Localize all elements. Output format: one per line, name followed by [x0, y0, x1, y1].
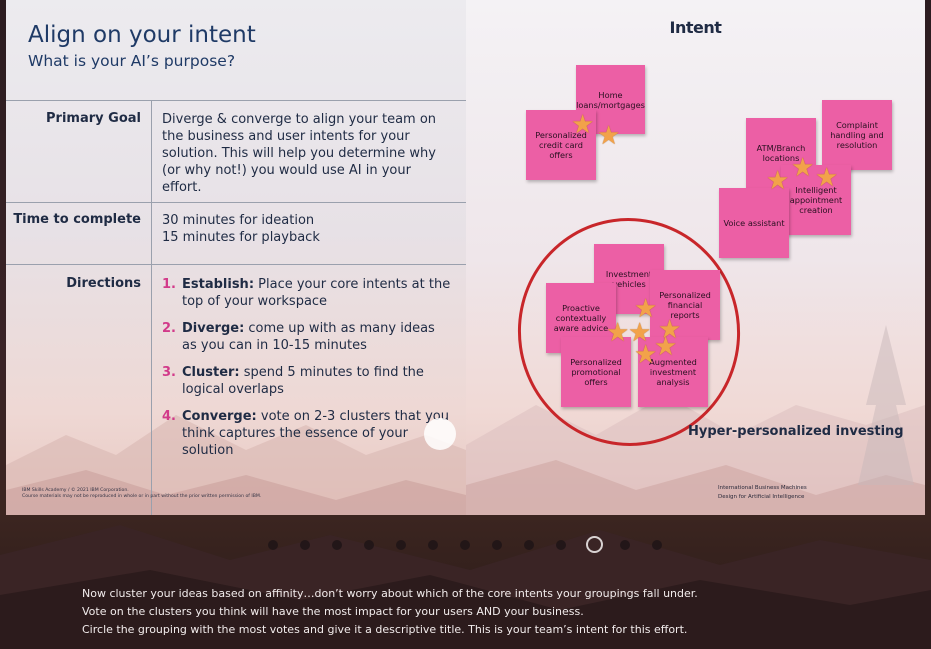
- pagination-dot[interactable]: [460, 540, 470, 550]
- direction-number: 1.: [162, 277, 176, 292]
- pagination-dot[interactable]: [300, 540, 310, 550]
- sticky-note-text: Intelligent appointment creation: [789, 185, 843, 215]
- slide-caption: Now cluster your ideas based on affinity…: [82, 585, 698, 639]
- direction-text: spend 5 minutes to find the logical over…: [182, 365, 424, 397]
- sticky-note-text: Complaint handling and resolution: [830, 120, 884, 150]
- direction-text: vote on 2-3 clusters that you think capt…: [182, 409, 449, 458]
- divider: [6, 264, 466, 265]
- vote-star-icon: ★: [634, 294, 658, 324]
- divider: [6, 202, 466, 203]
- direction-number: 3.: [162, 365, 176, 380]
- sticky-note: Personalized financial reports: [650, 270, 720, 340]
- direction-text: come up with as many ideas as you can in…: [182, 321, 435, 353]
- caption-line: Now cluster your ideas based on affinity…: [82, 587, 698, 600]
- vote-star-icon: ★: [606, 318, 630, 348]
- direction-item: 4. Converge: vote on 2-3 clusters that y…: [162, 408, 452, 459]
- direction-text: Place your core intents at the top of yo…: [182, 277, 451, 309]
- slide-pagination: [0, 535, 931, 555]
- direction-item: 2. Diverge: come up with as many ideas a…: [162, 320, 452, 354]
- direction-head: Diverge:: [182, 321, 245, 336]
- vote-star-icon: ★: [766, 166, 790, 196]
- direction-item: 3. Cluster: spend 5 minutes to find the …: [162, 364, 452, 398]
- vote-star-icon: ★: [571, 110, 595, 140]
- direction-number: 2.: [162, 321, 176, 336]
- sticky-note-text: Proactive contextually aware advice: [553, 303, 609, 333]
- ibm-footer-line: Design for Artificial Intelligence: [718, 494, 805, 500]
- pagination-dot-active[interactable]: [586, 536, 603, 553]
- vote-star-icon: ★: [815, 163, 839, 193]
- directions-list: 1. Establish: Place your core intents at…: [162, 276, 452, 469]
- direction-head: Converge:: [182, 409, 257, 424]
- sticky-note-text: ATM/Branch locations: [756, 143, 806, 163]
- pagination-dot[interactable]: [620, 540, 630, 550]
- vote-star-icon: ★: [634, 340, 658, 370]
- direction-item: 1. Establish: Place your core intents at…: [162, 276, 452, 310]
- pagination-dot[interactable]: [332, 540, 342, 550]
- left-panel-mountains: [6, 415, 466, 515]
- slide-left-panel: Align on your intent What is your AI’s p…: [6, 0, 467, 515]
- primary-goal-text: Diverge & converge to align your team on…: [162, 112, 437, 195]
- slide: Align on your intent What is your AI’s p…: [6, 0, 925, 515]
- ibm-footer: International Business Machines Design f…: [718, 484, 807, 502]
- column-divider: [151, 100, 152, 515]
- sticky-note-text: Augmented investment analysis: [649, 357, 697, 387]
- intent-title: Intent: [669, 18, 722, 37]
- pagination-dot[interactable]: [652, 540, 662, 550]
- sticky-note: Personalized promotional offers: [561, 337, 631, 407]
- vote-star-icon: ★: [597, 121, 621, 151]
- pagination-dot[interactable]: [492, 540, 502, 550]
- caption-line: Vote on the clusters you think will have…: [82, 605, 584, 618]
- pagination-dot[interactable]: [524, 540, 534, 550]
- right-panel-mountains: [466, 325, 925, 515]
- cluster-title: Hyper-personalized investing: [688, 424, 904, 439]
- slide-right-panel: Intent Home loans/mortgages Personalized…: [466, 0, 925, 515]
- sticky-note-text: Personalized credit card offers: [535, 130, 587, 160]
- slide-title: Align on your intent: [28, 22, 256, 48]
- slide-subtitle: What is your AI’s purpose?: [28, 52, 236, 70]
- sticky-note: Voice assistant: [719, 188, 789, 258]
- pointer-dot: [424, 418, 456, 450]
- vote-star-icon: ★: [791, 153, 815, 183]
- sticky-note: Complaint handling and resolution: [822, 100, 892, 170]
- vote-star-icon: ★: [654, 332, 678, 362]
- sticky-note-text: Personalized financial reports: [659, 290, 711, 320]
- caption-line: Circle the grouping with the most votes …: [82, 623, 688, 636]
- background-mountains: [0, 525, 931, 649]
- sticky-note: Intelligent appointment creation: [781, 165, 851, 235]
- time-playback: 15 minutes for playback: [162, 230, 320, 245]
- primary-goal-label: Primary Goal: [46, 111, 141, 126]
- pagination-dot[interactable]: [364, 540, 374, 550]
- direction-head: Cluster:: [182, 365, 240, 380]
- copyright-line: IBM Skills Academy / © 2021 IBM Corporat…: [22, 488, 129, 493]
- pagination-dot[interactable]: [428, 540, 438, 550]
- sticky-note: Personalized credit card offers: [526, 110, 596, 180]
- sticky-note: Augmented investment analysis: [638, 337, 708, 407]
- pagination-dot[interactable]: [556, 540, 566, 550]
- copyright-line: Course materials may not be reproduced i…: [22, 494, 262, 499]
- direction-number: 4.: [162, 409, 176, 424]
- directions-label: Directions: [66, 276, 141, 291]
- sticky-note-text: Voice assistant: [723, 218, 785, 228]
- time-ideation: 30 minutes for ideation: [162, 213, 315, 228]
- sticky-note-text: Home loans/mortgages: [576, 89, 645, 110]
- vote-star-icon: ★: [628, 318, 652, 348]
- divider: [6, 100, 466, 101]
- sticky-note-text: Investment vehicles: [605, 269, 653, 289]
- sticky-note-text: Personalized promotional offers: [570, 357, 622, 387]
- vote-star-icon: ★: [658, 315, 682, 345]
- time-to-complete-label: Time to complete: [13, 212, 141, 227]
- ibm-footer-line: International Business Machines: [718, 485, 807, 491]
- copyright-notice: IBM Skills Academy / © 2021 IBM Corporat…: [22, 488, 261, 500]
- sticky-note: Proactive contextually aware advice: [546, 283, 616, 353]
- direction-head: Establish:: [182, 277, 255, 292]
- pagination-dot[interactable]: [268, 540, 278, 550]
- time-to-complete-text: 30 minutes for ideation 15 minutes for p…: [162, 212, 320, 246]
- pagination-dot[interactable]: [396, 540, 406, 550]
